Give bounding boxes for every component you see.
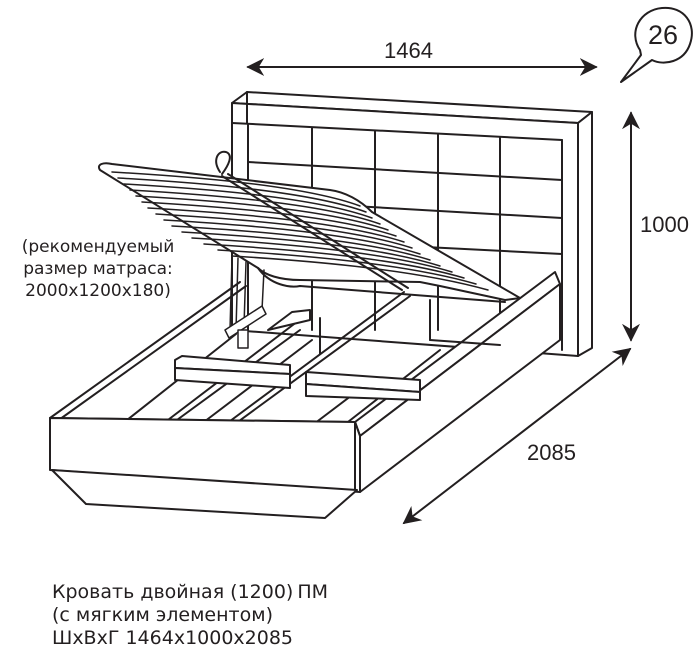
gas-lift-mechanism (224, 257, 267, 349)
depth-dimension-arrow (402, 347, 632, 525)
caption-title: Кровать двойная (1200)ПМ (52, 581, 328, 604)
height-dimension-label: 1000 (640, 212, 689, 237)
caption-subtitle: (с мягким элементом) (52, 604, 273, 626)
depth-dimension-label: 2085 (527, 440, 576, 465)
mattress-note-line-2: размер матраса: (23, 259, 173, 279)
bed-base-frame (49, 271, 561, 519)
mattress-note-line-3: 2000х1200х180) (25, 281, 171, 301)
caption-product-name: Кровать двойная (1200) (52, 581, 294, 603)
item-number-label: 26 (648, 20, 679, 50)
caption-product-code: ПМ (297, 581, 329, 603)
mattress-size-note: (рекомендуемый размер матраса: 2000х1200… (0, 236, 196, 302)
lifting-slat-frame (98, 150, 521, 303)
mattress-note-line-1: (рекомендуемый (21, 237, 175, 257)
item-number-bubble (620, 6, 693, 83)
width-dimension-label: 1464 (384, 38, 433, 63)
caption-dimensions: ШхВхГ 1464х1000х2085 (52, 627, 294, 649)
product-caption: Кровать двойная (1200)ПМ (с мягким элеме… (52, 581, 328, 650)
